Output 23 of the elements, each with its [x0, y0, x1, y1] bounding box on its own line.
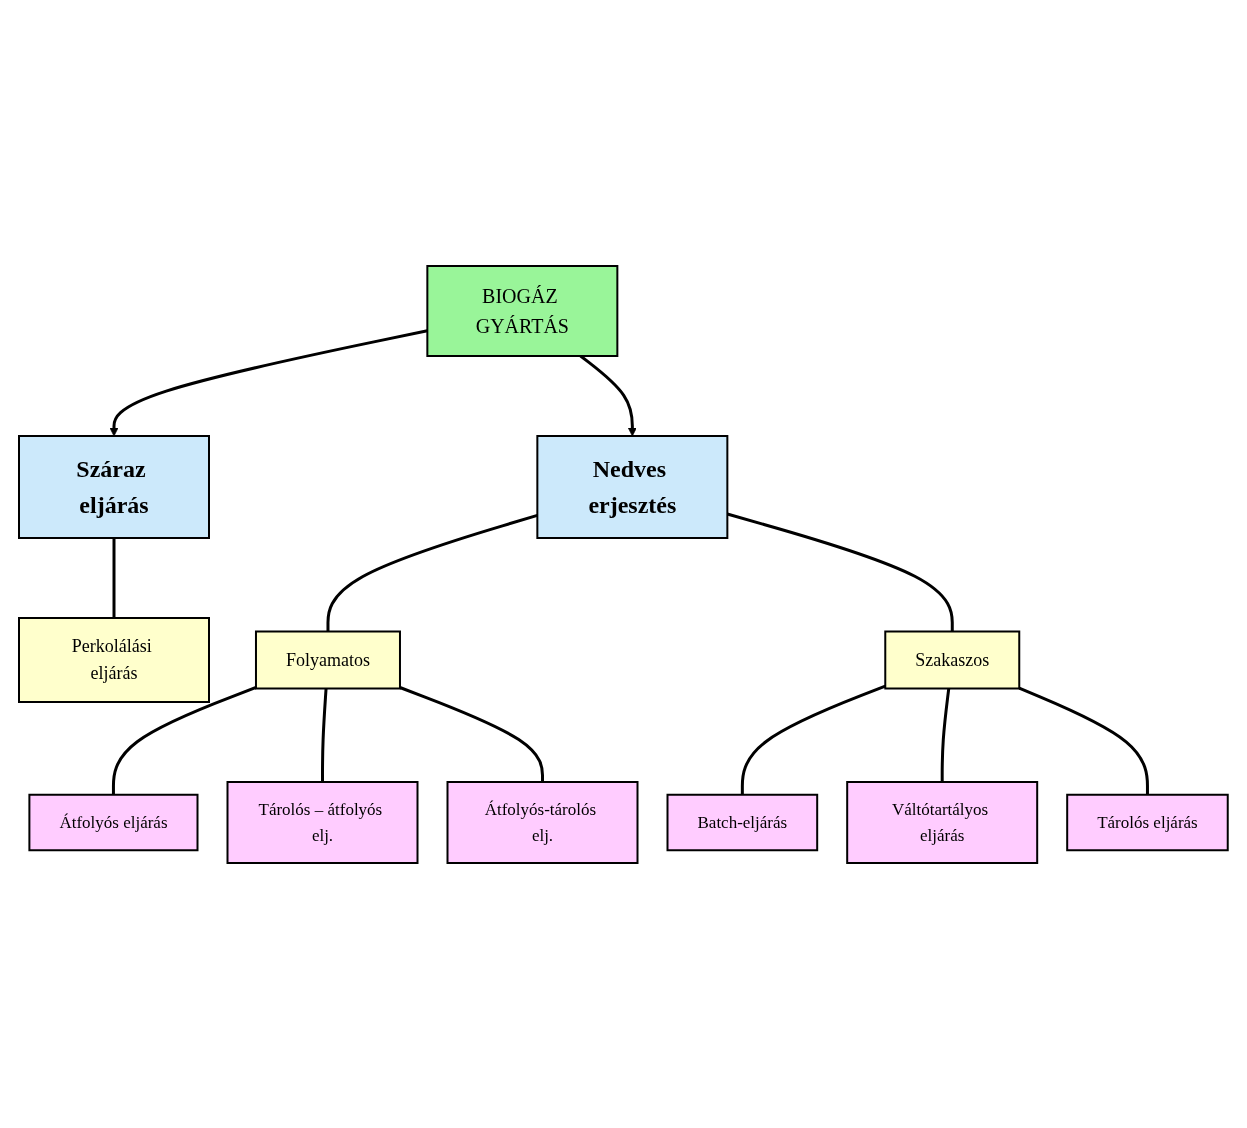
node-box: Váltótartályos eljárás: [846, 780, 1039, 864]
connector: [727, 512, 954, 631]
arrow: [109, 328, 428, 436]
node-box: Folyamatos: [255, 630, 402, 689]
node-box: Tárolós eljárás: [1066, 793, 1229, 851]
node-box: Száraz eljárás: [18, 434, 211, 539]
connector: [399, 685, 545, 782]
arrow: [579, 354, 637, 436]
node-box: Átfolyós-tárolós elj.: [446, 780, 639, 864]
node-box: Tárolós – átfolyós elj.: [226, 780, 419, 864]
connector: [1018, 686, 1150, 795]
node-box: Nedves erjesztés: [536, 434, 729, 539]
connector: [940, 687, 951, 782]
node-box: Átfolyós eljárás: [28, 793, 199, 851]
connector: [112, 685, 257, 795]
node-box: BIOGÁZ GYÁRTÁS: [426, 264, 619, 357]
node-box: Perkolálási eljárás: [18, 616, 211, 703]
connector: [326, 513, 538, 631]
node-box: Batch-eljárás: [666, 793, 819, 851]
connector: [740, 684, 886, 795]
connector: [321, 687, 328, 782]
node-box: Szakaszos: [884, 630, 1021, 689]
connector: [112, 537, 116, 618]
